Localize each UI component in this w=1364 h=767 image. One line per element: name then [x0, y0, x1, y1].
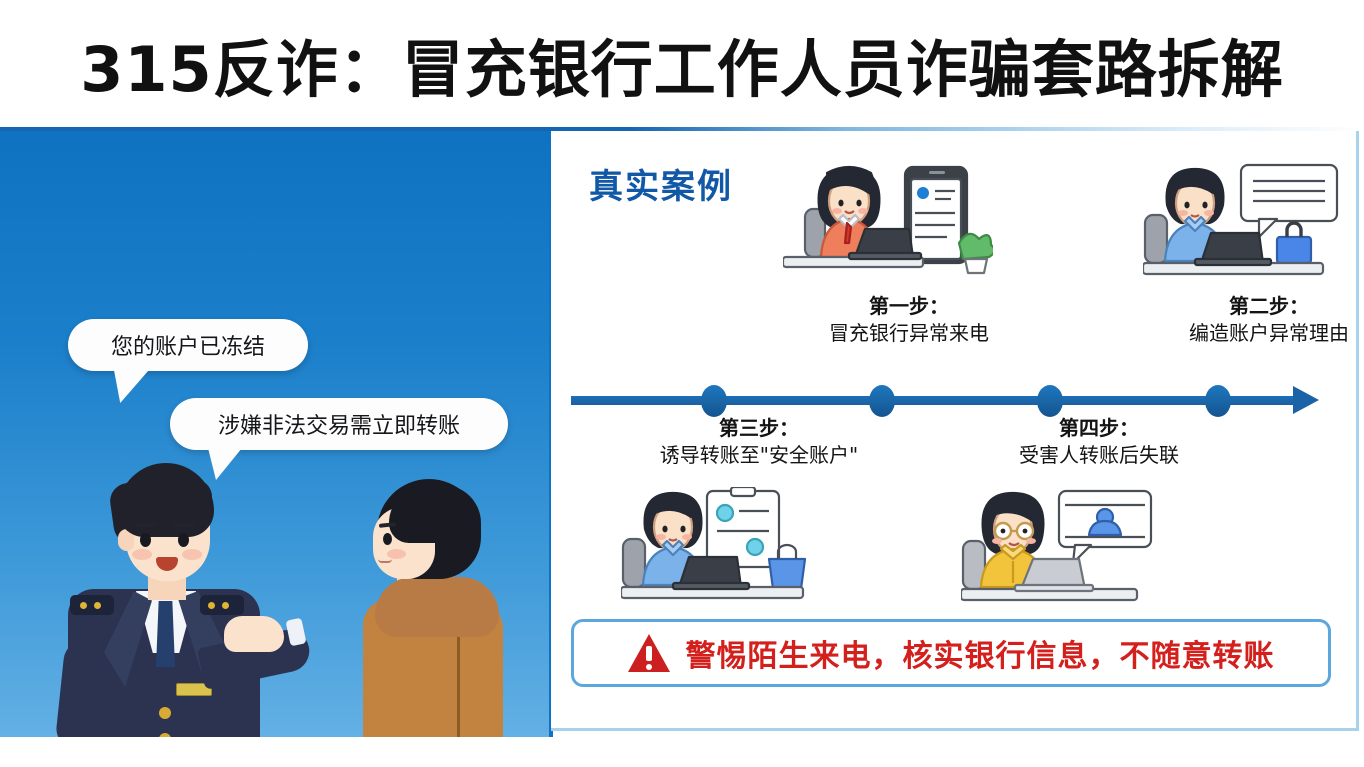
speech-bubble-1-text: 您的账户已冻结 [110, 335, 265, 360]
step-2-illustration [1141, 161, 1353, 289]
warning-triangle-icon [627, 634, 670, 672]
timeline-arrow-icon [1293, 386, 1319, 414]
step-3-illustration [619, 485, 831, 613]
officer-mouth [156, 557, 178, 571]
title-divider [0, 127, 1364, 131]
warning-text: 警惕陌生来电，核实银行信息，不随意转账 [685, 639, 1275, 674]
step-3-svg [619, 485, 807, 600]
step-1-svg [781, 165, 996, 275]
officer-epaulette-dot-2 [94, 602, 101, 609]
officer-tie [156, 601, 175, 667]
speech-bubble-1-tail [110, 369, 150, 403]
victim-hood [375, 577, 499, 637]
step-4-svg [959, 489, 1153, 602]
step-2-svg [1141, 163, 1339, 276]
victim-eye [383, 533, 392, 545]
speech-bubble-1: 您的账户已冻结 [68, 319, 308, 371]
step-4-key: 第四步： [1059, 416, 1139, 440]
warning-exclamation-bar [645, 646, 652, 661]
officer-cheek-left [132, 549, 152, 560]
case-study-panel: 真实案例 [551, 131, 1359, 731]
timeline-dot-2[interactable] [869, 385, 895, 417]
victim-hair-top [389, 485, 481, 543]
officer-epaulette-dot-3 [208, 602, 215, 609]
officer-epaulette-dot-1 [80, 602, 87, 609]
left-illustration-panel: 您的账户已冻结 涉嫌非法交易需立即转账 [0, 131, 549, 737]
victim-arm-seam [457, 615, 460, 737]
step-2-desc: 编造账户异常理由 [1189, 321, 1349, 345]
officer-eye-left [140, 533, 151, 547]
victim-figure [345, 479, 535, 737]
speech-bubble-2-tail [208, 448, 242, 480]
step-4-label: 第四步： 受害人转账后失联 [969, 415, 1229, 469]
speech-bubble-2-text: 涉嫌非法交易需立即转账 [217, 414, 460, 439]
timeline-dot-4[interactable] [1205, 385, 1231, 417]
timeline-dot-1[interactable] [701, 385, 727, 417]
timeline-line [571, 396, 1299, 405]
step-3-desc: 诱导转账至"安全账户" [659, 443, 859, 467]
officer-epaulette-left [70, 595, 114, 615]
warning-banner: 警惕陌生来电，核实银行信息，不随意转账 [571, 619, 1331, 687]
officer-button-1 [159, 707, 171, 719]
step-3-key: 第三步： [719, 416, 799, 440]
speech-bubble-2: 涉嫌非法交易需立即转账 [170, 398, 508, 450]
officer-name-badge [176, 683, 212, 696]
warning-exclamation-dot [645, 664, 652, 670]
step-4-desc: 受害人转账后失联 [1019, 443, 1179, 467]
officer-fringe [120, 479, 212, 509]
step-2-label: 第二步： 编造账户异常理由 [1139, 293, 1364, 347]
officer-eye-right [178, 533, 189, 547]
step-2-key: 第二步： [1229, 294, 1309, 318]
title-bar: 315反诈：冒充银行工作人员诈骗套路拆解 [0, 0, 1364, 128]
step-1-illustration [781, 161, 996, 289]
case-study-heading: 真实案例 [589, 167, 733, 207]
officer-ear [118, 529, 134, 551]
step-1-key: 第一步： [869, 294, 949, 318]
step-1-desc: 冒充银行异常来电 [829, 321, 989, 345]
timeline-dot-3[interactable] [1037, 385, 1063, 417]
step-1-label: 第一步： 冒充银行异常来电 [779, 293, 1039, 347]
officer-right-hand [224, 616, 284, 652]
timeline [571, 383, 1341, 417]
police-officer-figure [52, 461, 314, 737]
officer-button-2 [159, 733, 171, 737]
officer-cheek-right [182, 549, 202, 560]
officer-epaulette-dot-4 [222, 602, 229, 609]
page-title: 315反诈：冒充银行工作人员诈骗套路拆解 [80, 33, 1284, 106]
officer-brow-left [136, 523, 156, 527]
step-4-illustration [959, 487, 1171, 613]
victim-mouth [378, 559, 392, 563]
victim-cheek [387, 549, 406, 559]
officer-brow-right [174, 523, 194, 527]
step-3-label: 第三步： 诱导转账至"安全账户" [629, 415, 889, 469]
